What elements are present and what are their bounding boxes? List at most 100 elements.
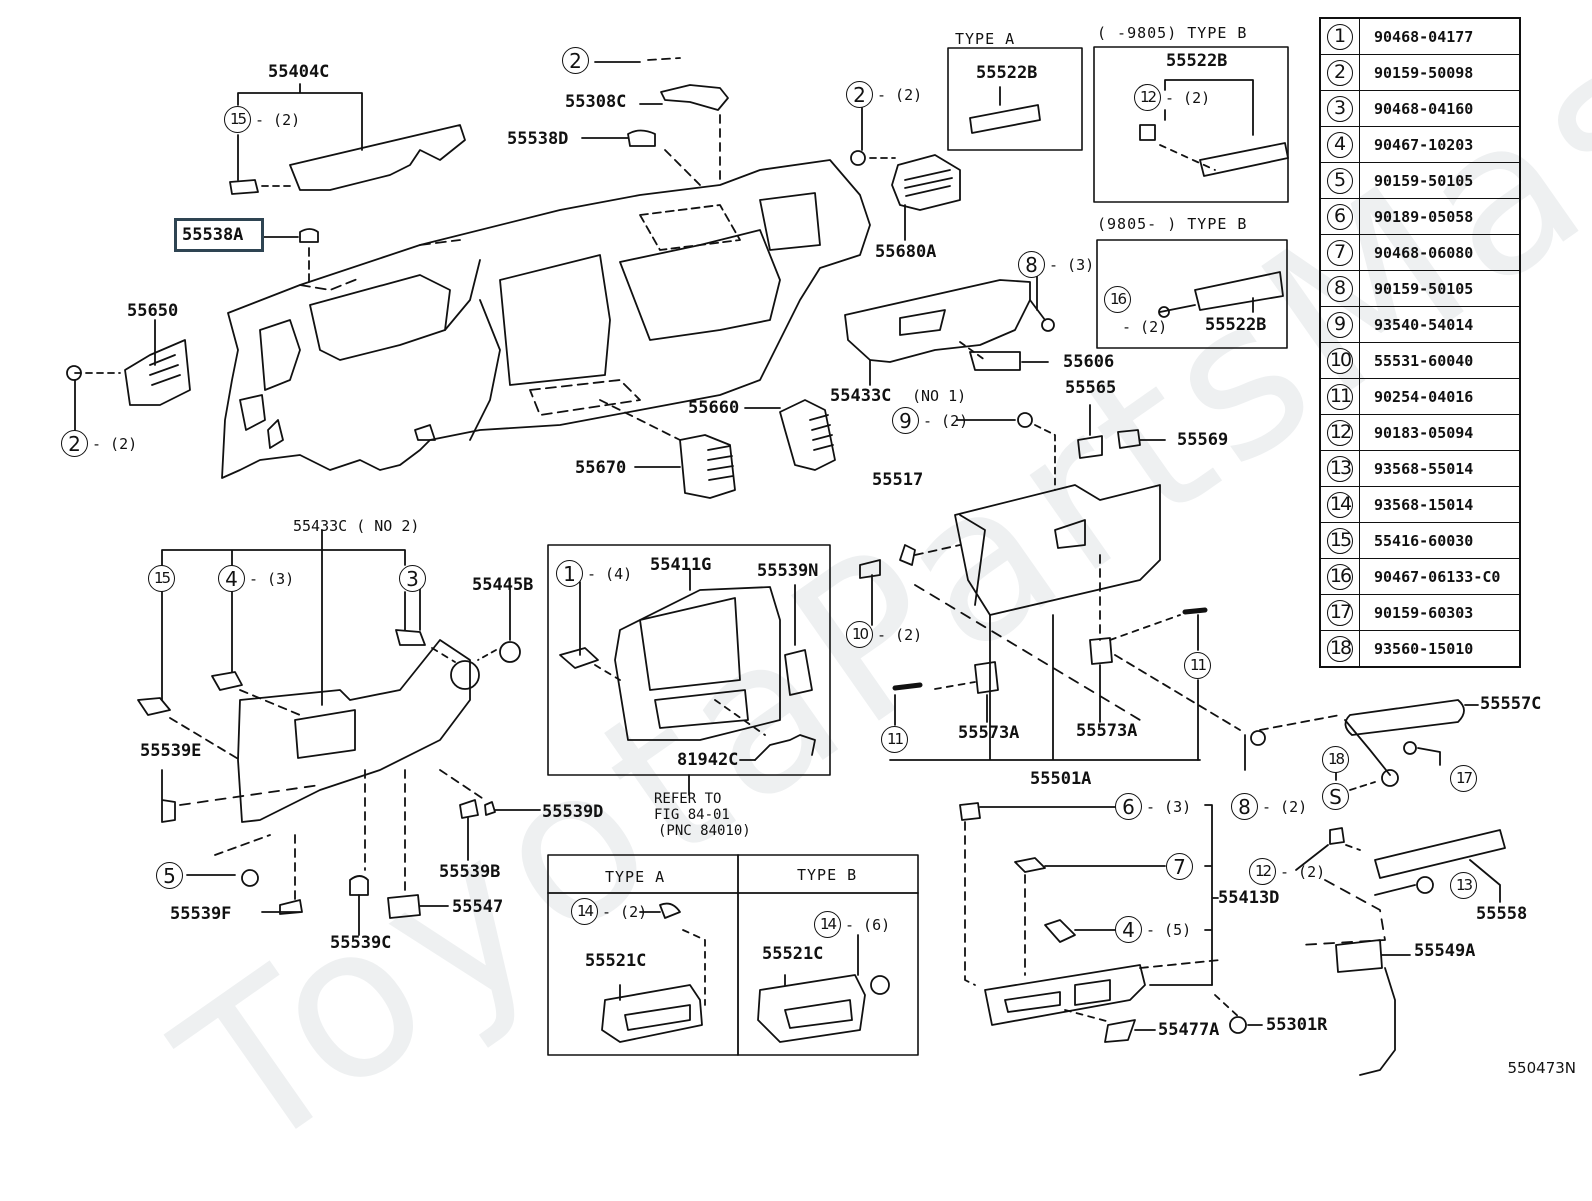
callout-17[interactable]: 17 bbox=[1450, 765, 1477, 792]
callout-10[interactable]: 10 - (2) bbox=[846, 621, 922, 648]
refer-note-line2[interactable]: FIG 84-01 bbox=[654, 807, 730, 823]
callout-12-lower[interactable]: 12 - (2) bbox=[1249, 858, 1325, 885]
part-label-55557C[interactable]: 55557C bbox=[1480, 694, 1542, 714]
part-label-55549A[interactable]: 55549A bbox=[1414, 941, 1476, 961]
part-label-55539E[interactable]: 55539E bbox=[140, 741, 202, 761]
part-number[interactable]: 93568-15014 bbox=[1359, 486, 1521, 523]
part-label-55301R[interactable]: 55301R bbox=[1266, 1015, 1328, 1035]
part-label-55445B[interactable]: 55445B bbox=[472, 575, 534, 595]
part-label-55521C-type-b[interactable]: 55521C bbox=[762, 944, 824, 964]
part-label-55539N[interactable]: 55539N bbox=[757, 561, 819, 581]
part-label-55522B-type-b-early[interactable]: 55522B bbox=[1166, 51, 1228, 71]
part-label-55680A[interactable]: 55680A bbox=[875, 242, 937, 262]
part-label-55569[interactable]: 55569 bbox=[1177, 430, 1229, 450]
callout-18[interactable]: 18 bbox=[1322, 746, 1349, 773]
callout-15-lower[interactable]: 15 bbox=[148, 565, 175, 592]
part-label-55517[interactable]: 55517 bbox=[872, 470, 924, 490]
part-label-55411G[interactable]: 55411G bbox=[650, 555, 712, 575]
part-label-55433C-no1[interactable]: 55433C bbox=[830, 386, 892, 406]
part-label-55521C-type-a[interactable]: 55521C bbox=[585, 951, 647, 971]
part-label-55565[interactable]: 55565 bbox=[1065, 378, 1117, 398]
part-label-55558[interactable]: 55558 bbox=[1476, 904, 1528, 924]
callout-13[interactable]: 13 bbox=[1450, 872, 1477, 899]
callout-16[interactable]: 16 bbox=[1104, 286, 1131, 313]
part-number[interactable]: 90467-10203 bbox=[1359, 126, 1521, 163]
part-label-55606[interactable]: 55606 bbox=[1063, 352, 1115, 372]
part-number[interactable]: 93540-54014 bbox=[1359, 306, 1521, 343]
callout-2-55308C[interactable]: 2 bbox=[562, 47, 589, 74]
callout-9[interactable]: 9 - (2) bbox=[892, 407, 968, 434]
part-number[interactable]: 90468-06080 bbox=[1359, 234, 1521, 271]
part-number[interactable]: 90183-05094 bbox=[1359, 414, 1521, 451]
part-label-55539B[interactable]: 55539B bbox=[439, 862, 501, 882]
part-label-81942C[interactable]: 81942C bbox=[677, 750, 739, 770]
part-label-55670[interactable]: 55670 bbox=[575, 458, 627, 478]
callout-14-type-a[interactable]: 14 - (2) bbox=[571, 898, 647, 925]
part-number[interactable]: 90159-60303 bbox=[1359, 594, 1521, 631]
part-label-55573A-right[interactable]: 55573A bbox=[1076, 721, 1138, 741]
part-label-55538A[interactable]: 55538A bbox=[182, 225, 244, 245]
part-number[interactable]: 93568-55014 bbox=[1359, 450, 1521, 487]
callout-11-left[interactable]: 11 bbox=[881, 726, 908, 753]
part-label-55522B-type-b-late[interactable]: 55522B bbox=[1205, 315, 1267, 335]
callout-8-lower[interactable]: 8 - (2) bbox=[1231, 793, 1307, 820]
part-label-55573A-left[interactable]: 55573A bbox=[958, 723, 1020, 743]
callout-S[interactable]: S bbox=[1322, 783, 1349, 810]
part-label-55539D[interactable]: 55539D bbox=[542, 802, 604, 822]
part-label-55660[interactable]: 55660 bbox=[688, 398, 740, 418]
part-label-55539C[interactable]: 55539C bbox=[330, 933, 392, 953]
part-number[interactable]: 90159-50105 bbox=[1359, 162, 1521, 199]
callout-14-type-b[interactable]: 14 - (6) bbox=[814, 911, 890, 938]
callout-8-top[interactable]: 8 - (3) bbox=[1018, 251, 1094, 278]
part-label-55413D[interactable]: 55413D bbox=[1218, 888, 1280, 908]
callout-12-type-b[interactable]: 12 - (2) bbox=[1134, 84, 1210, 111]
part-label-55538D[interactable]: 55538D bbox=[507, 129, 569, 149]
part-label-55522B-type-a[interactable]: 55522B bbox=[976, 63, 1038, 83]
callout-4-lower-left[interactable]: 4 - (3) bbox=[218, 565, 294, 592]
part-label-55404C[interactable]: 55404C bbox=[268, 62, 330, 82]
callout-5[interactable]: 5 bbox=[156, 862, 183, 889]
callout-15-top[interactable]: 15 - (2) bbox=[224, 106, 300, 133]
callout-2-55680A[interactable]: 2 - (2) bbox=[846, 81, 922, 108]
part-number[interactable]: 93560-15010 bbox=[1359, 630, 1521, 668]
callout-3[interactable]: 3 bbox=[399, 565, 426, 592]
part-label-55433C-no2[interactable]: 55433C ( NO 2) bbox=[293, 517, 420, 535]
part-number[interactable]: 90467-06133-C0 bbox=[1359, 558, 1521, 595]
part-number[interactable]: 90468-04160 bbox=[1359, 90, 1521, 127]
part-number[interactable]: 90159-50105 bbox=[1359, 270, 1521, 307]
part-number[interactable]: 55531-60040 bbox=[1359, 342, 1521, 379]
callout-2-55650[interactable]: 2 - (2) bbox=[61, 430, 137, 457]
callout-7[interactable]: 7 bbox=[1166, 853, 1193, 880]
callout-11-right[interactable]: 11 bbox=[1184, 652, 1211, 679]
callout-1[interactable]: 1 - (4) bbox=[556, 560, 632, 587]
part-number[interactable]: 55416-60030 bbox=[1359, 522, 1521, 559]
part-label-55501A[interactable]: 55501A bbox=[1030, 769, 1092, 789]
part-label-55547[interactable]: 55547 bbox=[452, 897, 504, 917]
part-number[interactable]: 90468-04177 bbox=[1359, 17, 1521, 55]
part-number[interactable]: 90254-04016 bbox=[1359, 378, 1521, 415]
part-label-55650[interactable]: 55650 bbox=[127, 301, 179, 321]
part-number[interactable]: 90159-50098 bbox=[1359, 54, 1521, 91]
part-label-55539F[interactable]: 55539F bbox=[170, 904, 232, 924]
part-label-55308C[interactable]: 55308C bbox=[565, 92, 627, 112]
part-label-55477A[interactable]: 55477A bbox=[1158, 1020, 1220, 1040]
callout-6[interactable]: 6 - (3) bbox=[1115, 793, 1191, 820]
callout-4-lower-right[interactable]: 4 - (5) bbox=[1115, 916, 1191, 943]
